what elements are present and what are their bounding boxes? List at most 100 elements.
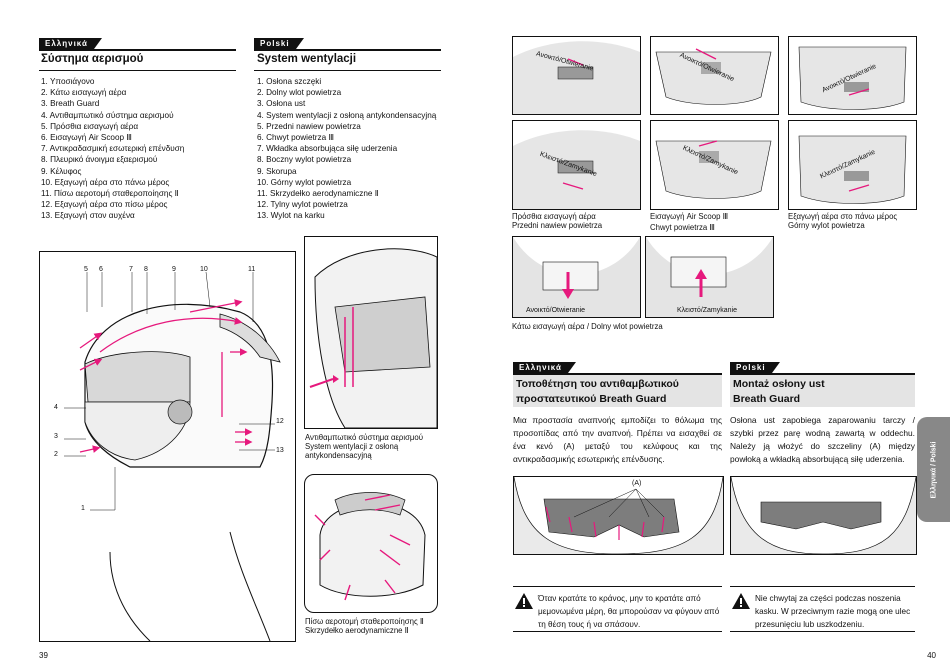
breath-guard-illustration [309,248,437,428]
rear-spoiler-illustration [314,492,426,601]
top-exhaust-close-illustration [798,135,907,204]
greek-header-rule [39,49,236,51]
greek-breath-rule [513,373,722,375]
greek-ventilation-title: Σύστημα αερισμού [41,53,144,65]
breath-guard-caption-polish-1: System wentylacji z osłoną [305,442,399,451]
polish-title-rule [254,70,441,71]
callout-13: 13 [276,447,284,454]
greek-item: 9. Κέλυφος [41,166,82,176]
polish-item: 5. Przedni nawiew powietrza [257,121,361,131]
front-intake-close-illustration [513,130,640,209]
top-exhaust-open-illustration [798,46,907,110]
language-side-tab: Ελληνικά / Polski [917,417,950,522]
polish-header-rule [254,49,441,51]
greek-warning-text: Όταν κρατάτε το κράνος, μην το κρατάτε α… [538,594,720,629]
breath-guard-caption-greek: Αντιθαμπωτικό σύστημα αερισμού [305,433,423,442]
callout-6: 6 [99,266,103,273]
greek-item: 7. Αντικραδασμική εσωτερική επένδυση [41,144,185,154]
greek-language-tag: Ελληνικά [39,38,102,50]
polish-item: 3. Osłona ust [257,99,306,109]
greek-item: 10. Εξαγωγή αέρα στο πάνω μέρος [41,177,170,187]
rear-spoiler-closeup [304,474,438,613]
breath-guard-install-illustration [514,477,723,554]
breath-guard-caption-polish-2: antykondensacyjną [305,451,372,460]
polish-item: 11. Skrzydełko aerodynamiczne Ⅱ [257,189,379,199]
lower-intake-close-illustration [646,237,773,317]
greek-item: 11. Πίσω αεροτομή σταθεροποίησης Ⅱ [41,189,179,199]
lower-intake-open-photo [512,236,641,318]
polish-item: 13. Wylot na karku [257,211,325,221]
greek-item: 8. Πλευρικό άνοιγμα εξαερισμού [41,155,158,165]
polish-item: 6. Chwyt powietrza Ⅲ [257,133,335,143]
breath-guard-install-photo [513,476,724,555]
callout-12: 12 [276,418,284,425]
polish-item: 12. Tylny wylot powietrza [257,200,348,210]
breath-guard-installed-photo [730,476,917,555]
greek-item: 2. Κάτω εισαγωγή αέρα [41,88,127,98]
callout-8: 8 [144,266,148,273]
callout-7: 7 [129,266,133,273]
greek-breath-tag: Ελληνικά [513,362,576,374]
gap-a-label: (A) [632,480,642,487]
greek-item: 12. Εξαγωγή αέρα στο πίσω μέρος [41,200,168,210]
page-number-left: 39 [39,651,48,660]
rear-spoiler-caption-greek: Πίσω αεροτομή σταθεροποίησης Ⅱ [305,617,424,626]
greek-item: 6. Εισαγωγή Air Scoop Ⅲ [41,133,132,143]
greek-breath-title-1: Τοποθέτηση του αντιθαμβωτικού [516,378,679,390]
rear-spoiler-caption-polish: Skrzydełko aerodynamiczne Ⅱ [305,626,409,635]
page-number-right: 40 [927,651,936,660]
helmet-ventilation-diagram [39,251,296,642]
front-intake-caption-greek: Πρόσθια εισαγωγή αέρα [512,212,596,221]
side-tab-label: Ελληνικά / Polski [930,441,937,498]
callout-1: 1 [81,505,85,512]
greek-warning-icon [515,593,533,609]
top-exhaust-close-photo [788,120,917,210]
breath-guard-installed-illustration [731,477,916,554]
front-intake-caption-polish: Przedni nawiew powietrza [512,221,603,230]
callout-9: 9 [172,266,176,273]
air-scoop-caption-greek: Εισαγωγή Air Scoop Ⅲ [650,212,728,221]
polish-warning-rule-bottom [730,631,915,632]
greek-item: 4. Αντιθαμπωτικό σύστημα αερισμού [41,110,174,120]
front-intake-close-photo [512,120,641,210]
polish-breath-tag: Polski [730,362,780,374]
front-intake-open-illustration [513,41,640,114]
helmet-side-illustration [64,271,281,641]
greek-warning-rule-top [513,586,722,587]
polish-item: 4. System wentylacji z osłoną antykonden… [257,110,437,120]
lower-intake-caption: Κάτω εισαγωγή αέρα / Dolny wlot powietrz… [512,322,663,331]
polish-warning-rule-top [730,586,915,587]
greek-item: 1. Υποσιάγονο [41,77,95,86]
callout-2: 2 [54,451,58,458]
polish-breath-body: Osłona ust zapobiega zaparowaniu tarczy … [730,415,915,464]
air-scoop-open-illustration [655,48,772,105]
polish-breath-title-2: Breath Guard [733,393,801,405]
polish-item: 8. Boczny wylot powietrza [257,155,352,165]
callout-4: 4 [54,404,58,411]
greek-item: 5. Πρόσθια εισαγωγή αέρα [41,121,139,131]
air-scoop-open-photo [650,36,779,115]
top-exhaust-open-photo [788,36,917,115]
top-exhaust-caption-greek: Εξαγωγή αέρα στο πάνω μέρος [788,212,898,221]
front-intake-open-photo [512,36,641,115]
greek-title-rule [39,70,236,71]
polish-item: 1. Osłona szczęki [257,77,322,86]
greek-warning-rule-bottom [513,631,722,632]
lower-intake-close-photo [645,236,774,318]
polish-breath-rule [730,373,915,375]
callout-11: 11 [248,266,256,273]
callout-3: 3 [54,433,58,440]
greek-breath-title-box [513,375,722,407]
air-scoop-close-photo [650,120,779,210]
polish-item: 9. Skorupa [257,166,297,176]
polish-warning-text: Nie chwytaj za części podczas noszenia k… [755,594,911,629]
lower-intake-open-label: Ανοικτό/Otwieranie [526,307,586,314]
top-exhaust-caption-polish: Górny wylot powietrza [788,221,865,230]
air-scoop-close-illustration [655,140,772,199]
polish-breath-title-1: Montaż osłony ust [733,378,825,390]
greek-item: 3. Breath Guard [41,99,100,109]
polish-item: 10. Górny wylot powietrza [257,177,352,187]
polish-item: 7. Wkładka absorbująca siłę uderzenia [257,144,398,154]
